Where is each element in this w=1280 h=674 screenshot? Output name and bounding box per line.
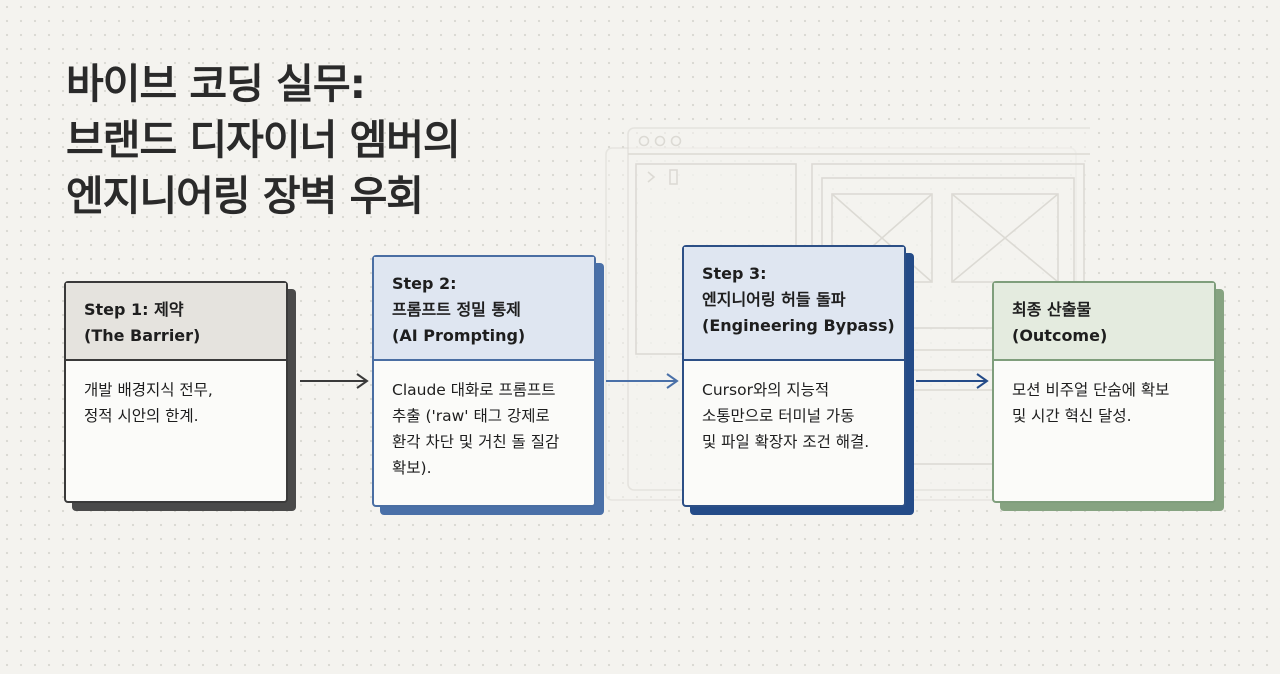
- title-line-1: 바이브 코딩 실무:: [66, 60, 366, 108]
- step-3-body-line: Cursor와의 지능적: [702, 381, 830, 399]
- step-2-prompting-card: Step 2: 프롬프트 정밀 통제 (AI Prompting) Claude…: [372, 255, 596, 507]
- step-3-subtitle: (Engineering Bypass): [702, 316, 895, 335]
- outcome-body-line: 및 시간 혁신 달성.: [1012, 407, 1132, 425]
- step-1-header: Step 1: 제약 (The Barrier): [66, 283, 286, 361]
- step-2-body-line: 추출 ('raw' 태그 강제로: [392, 407, 550, 425]
- outcome-header: 최종 산출물 (Outcome): [994, 283, 1214, 361]
- step-3-title: Step 3:: [702, 264, 767, 283]
- step-1-body-line: 개발 배경지식 전무,: [84, 381, 213, 399]
- step-1-body-line: 정적 시안의 한계.: [84, 407, 199, 425]
- step-2-header: Step 2: 프롬프트 정밀 통제 (AI Prompting): [374, 257, 594, 361]
- step-3-title-ko: 엔지니어링 허들 돌파: [702, 290, 846, 309]
- arrow-step1-to-step2: [300, 373, 369, 389]
- step-2-title: Step 2:: [392, 274, 457, 293]
- outcome-body-line: 모션 비주얼 단숨에 확보: [1012, 381, 1170, 399]
- step-2-body-line: Claude 대화로 프롬프트: [392, 381, 556, 399]
- step-3-body-line: 및 파일 확장자 조건 해결.: [702, 433, 870, 451]
- step-2-body: Claude 대화로 프롬프트 추출 ('raw' 태그 강제로 환각 차단 및…: [374, 361, 594, 481]
- step-1-subtitle: (The Barrier): [84, 326, 201, 345]
- step-2-body-line: 환각 차단 및 거친 돌 질감: [392, 433, 560, 451]
- arrow-step2-to-step3: [606, 373, 679, 389]
- step-2-subtitle: (AI Prompting): [392, 326, 526, 345]
- step-1-body: 개발 배경지식 전무, 정적 시안의 한계.: [66, 361, 286, 429]
- step-3-bypass-card: Step 3: 엔지니어링 허들 돌파 (Engineering Bypass)…: [682, 245, 906, 507]
- step-1-title: Step 1: 제약: [84, 300, 184, 319]
- step-2-body-line: 확보).: [392, 459, 432, 477]
- step-2-title-ko: 프롬프트 정밀 통제: [392, 300, 521, 319]
- step-3-body-line: 소통만으로 터미널 가동: [702, 407, 855, 425]
- title-line-2: 브랜드 디자이너 엠버의: [66, 116, 461, 164]
- outcome-subtitle: (Outcome): [1012, 326, 1108, 345]
- arrow-step3-to-outcome: [916, 373, 989, 389]
- outcome-title: 최종 산출물: [1012, 300, 1092, 319]
- outcome-body: 모션 비주얼 단숨에 확보 및 시간 혁신 달성.: [994, 361, 1214, 429]
- outcome-card: 최종 산출물 (Outcome) 모션 비주얼 단숨에 확보 및 시간 혁신 달…: [992, 281, 1216, 503]
- step-3-header: Step 3: 엔지니어링 허들 돌파 (Engineering Bypass): [684, 247, 904, 361]
- diagram-title: 바이브 코딩 실무: 브랜드 디자이너 엠버의 엔지니어링 장벽 우회: [66, 56, 461, 224]
- step-1-barrier-card: Step 1: 제약 (The Barrier) 개발 배경지식 전무, 정적 …: [64, 281, 288, 503]
- step-3-body: Cursor와의 지능적 소통만으로 터미널 가동 및 파일 확장자 조건 해결…: [684, 361, 904, 455]
- title-line-3: 엔지니어링 장벽 우회: [66, 172, 424, 220]
